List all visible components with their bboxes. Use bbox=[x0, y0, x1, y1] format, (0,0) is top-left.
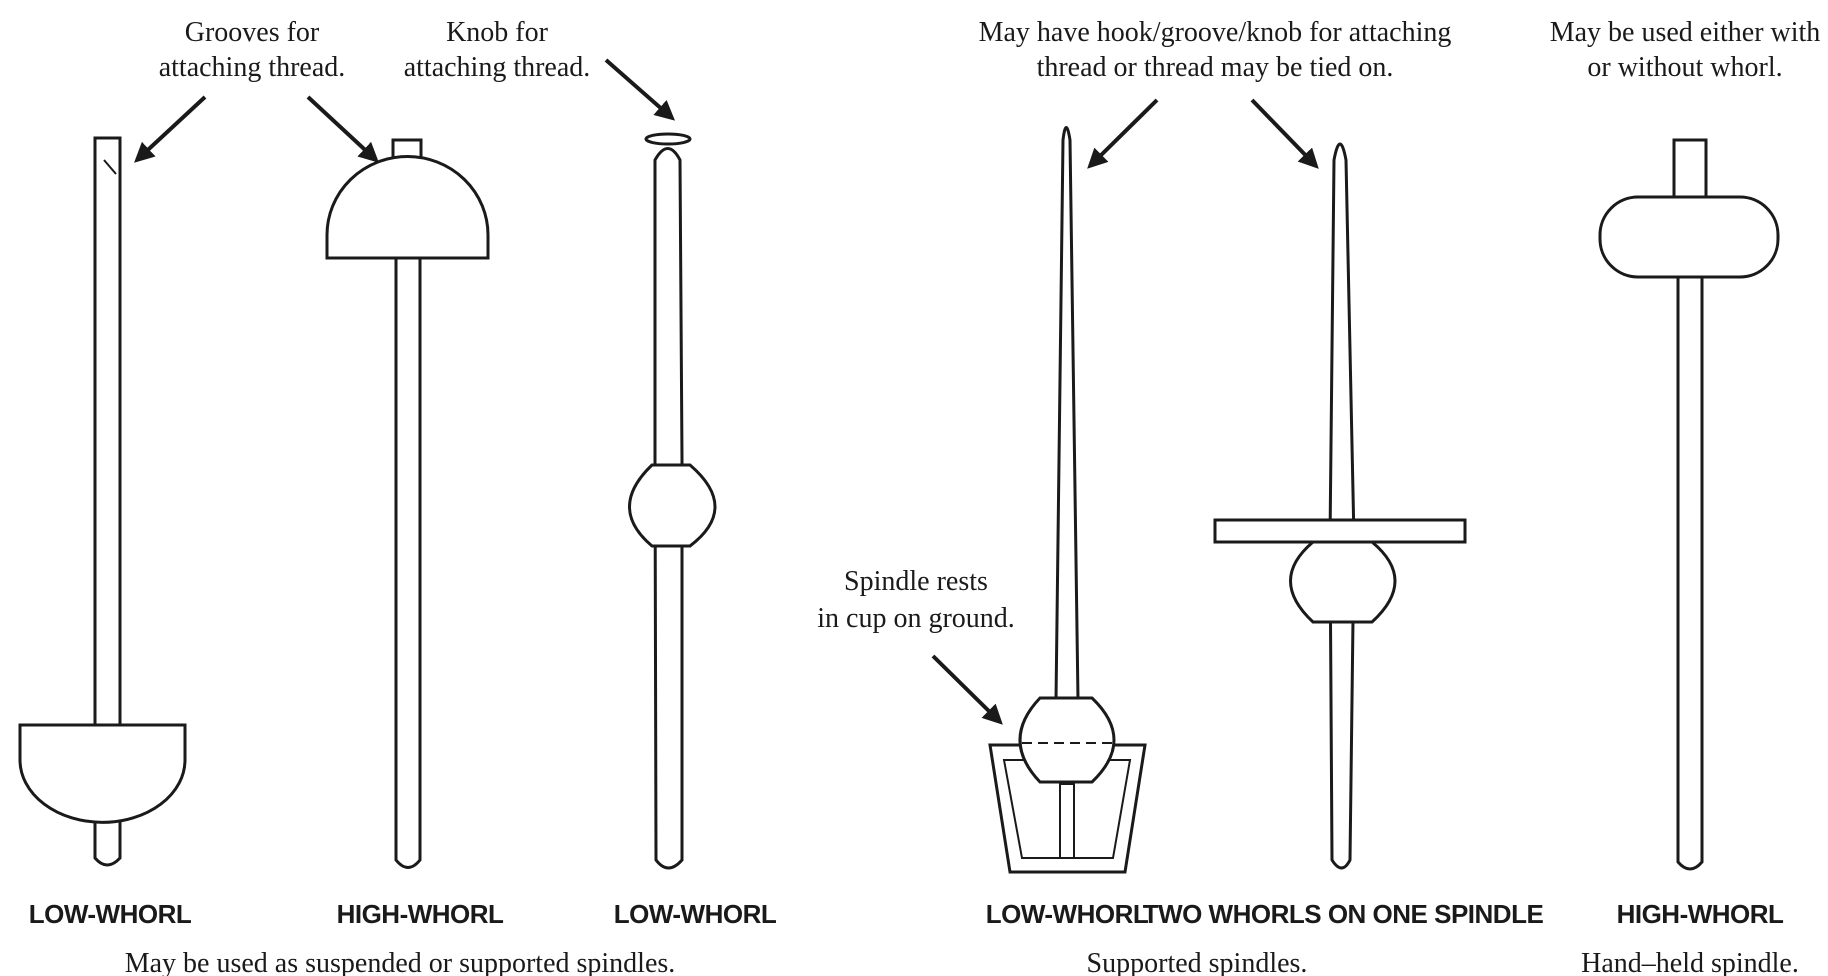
arrow-spindle-5-top bbox=[1250, 98, 1319, 169]
annotation-knob-1: Knob for bbox=[446, 17, 549, 48]
spindle-3-knob bbox=[644, 132, 692, 146]
label-spindle-5: TWO WHORLS ON ONE SPINDLE bbox=[1143, 899, 1544, 929]
spindle-6-top bbox=[1672, 138, 1708, 202]
label-spindle-4: LOW-WHORL bbox=[986, 899, 1149, 929]
spindle-5-two-whorls bbox=[1213, 142, 1467, 870]
spindle-1-groove bbox=[103, 159, 117, 175]
caption-group-2: Supported spindles. bbox=[1087, 948, 1308, 976]
annotation-grooves-1: Grooves for bbox=[185, 17, 320, 48]
spindle-1-whorl bbox=[18, 723, 187, 824]
spindle-2-shaft bbox=[394, 253, 422, 869]
arrow-knob bbox=[306, 95, 379, 163]
spindle-5-shaft bbox=[1328, 142, 1356, 870]
annotation-may-have-1: May have hook/groove/knob for attaching bbox=[979, 17, 1452, 48]
annotation-knob-2: attaching thread. bbox=[404, 52, 591, 83]
arrow-knob-spindle-3 bbox=[604, 58, 676, 121]
spindle-1-low-whorl bbox=[18, 136, 187, 867]
annotation-cup-2: in cup on ground. bbox=[817, 603, 1015, 634]
spindle-3-low-whorl bbox=[628, 132, 717, 870]
spindle-6-whorl bbox=[1598, 195, 1780, 279]
annotation-whorl-optional-2: or without whorl. bbox=[1587, 52, 1782, 83]
arrow-grooves bbox=[134, 95, 207, 163]
spindle-4-tip bbox=[1059, 783, 1075, 859]
label-spindle-2: HIGH-WHORL bbox=[337, 899, 504, 929]
arrow-cup bbox=[931, 654, 1003, 725]
spindle-3-whorl bbox=[628, 463, 717, 548]
annotation-grooves-2: attaching thread. bbox=[159, 52, 346, 83]
spindle-2-whorl bbox=[325, 155, 490, 260]
spindle-4-whorl bbox=[1018, 696, 1116, 784]
spindle-5-disc-whorl bbox=[1213, 518, 1467, 544]
spindle-6-shaft bbox=[1676, 273, 1704, 871]
label-spindle-1: LOW-WHORL bbox=[29, 899, 192, 929]
caption-group-3: Hand–held spindle. bbox=[1581, 948, 1799, 976]
spindle-4-supported-in-cup bbox=[988, 126, 1147, 874]
caption-group-1: May be used as suspended or supported sp… bbox=[125, 948, 676, 976]
arrow-spindle-4-top bbox=[1087, 98, 1159, 169]
spindle-1-shaft bbox=[93, 136, 122, 867]
annotation-may-have-2: thread or thread may be tied on. bbox=[1037, 52, 1394, 83]
annotation-whorl-optional-1: May be used either with bbox=[1550, 17, 1821, 48]
label-spindle-3: LOW-WHORL bbox=[614, 899, 777, 929]
label-spindle-6: HIGH-WHORL bbox=[1617, 899, 1784, 929]
annotation-cup-1: Spindle rests bbox=[844, 566, 988, 597]
spindle-5-bead-whorl bbox=[1289, 540, 1397, 624]
spindle-2-high-whorl bbox=[325, 138, 490, 869]
spindle-6-hand-held bbox=[1598, 138, 1780, 871]
